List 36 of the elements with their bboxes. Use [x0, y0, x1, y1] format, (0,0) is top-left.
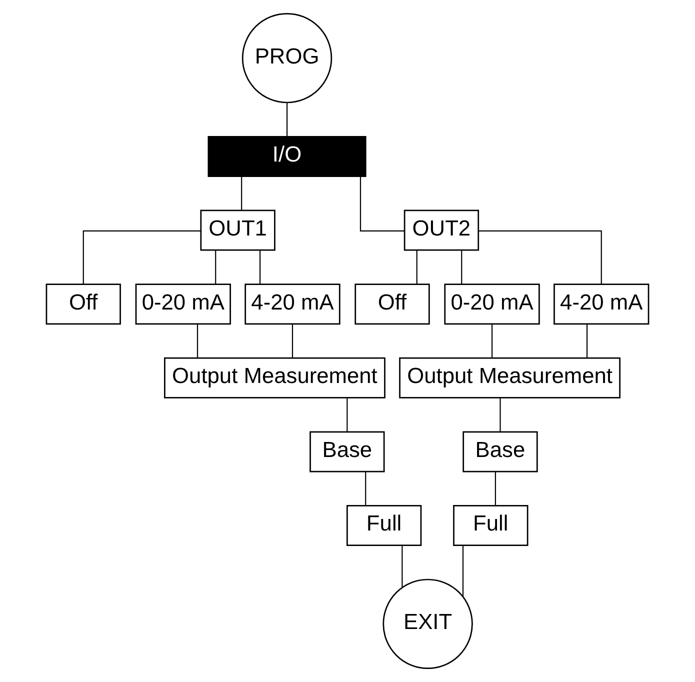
node-box: Full	[346, 505, 422, 546]
connector	[478, 230, 602, 284]
connector	[241, 176, 242, 210]
node-box: Base	[310, 431, 385, 472]
connector	[416, 250, 418, 284]
connector	[360, 176, 404, 232]
connector	[215, 250, 216, 284]
node-box: Full	[453, 505, 528, 546]
connector	[82, 230, 201, 284]
connector	[402, 545, 403, 588]
node-box: OUT2	[404, 210, 480, 251]
node-box: Off	[354, 284, 430, 325]
node-box: Output Measurement	[399, 357, 621, 398]
node-box: 0-20 mA	[444, 284, 540, 325]
node-box: Base	[462, 431, 538, 472]
node-box: 0-20 mA	[135, 284, 231, 325]
connector	[346, 398, 348, 432]
connector	[365, 472, 366, 506]
connector	[491, 324, 493, 358]
connector	[500, 398, 501, 432]
connector	[286, 102, 288, 136]
connector	[461, 250, 462, 284]
node-box: Output Measurement	[164, 357, 386, 398]
node-circle: EXIT	[382, 578, 473, 670]
connector	[292, 324, 294, 358]
node-box: OUT1	[200, 210, 276, 251]
node-box: 4-20 mA	[554, 284, 650, 325]
node-circle: PROG	[242, 12, 332, 104]
connector	[259, 250, 261, 284]
node-box: I/O	[208, 136, 366, 177]
node-box: Off	[46, 284, 121, 325]
connector	[494, 472, 496, 506]
connector	[196, 324, 198, 358]
node-box: 4-20 mA	[244, 284, 340, 325]
connector	[462, 545, 464, 597]
connector	[586, 324, 588, 358]
